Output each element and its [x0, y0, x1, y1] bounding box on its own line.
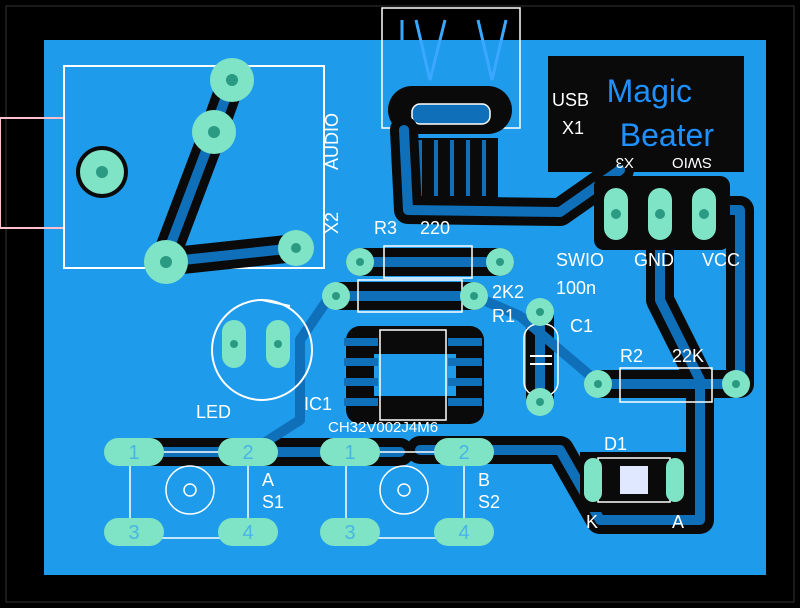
r3-body — [383, 245, 473, 279]
label-r3-value: 220 — [420, 218, 450, 238]
label-d1-k: K — [586, 512, 598, 532]
r2-body — [619, 367, 713, 403]
label-led: LED — [196, 402, 231, 422]
s2-pin-2: 2 — [458, 442, 469, 464]
s1-pin-numbers: 1 2 3 4 — [128, 442, 253, 544]
pad — [434, 438, 494, 466]
label-r2: R2 — [620, 346, 643, 366]
s1-pin-1: 1 — [128, 442, 139, 464]
label-x2: X2 — [322, 212, 342, 234]
label-d1: D1 — [604, 434, 627, 454]
s1-pin-4: 4 — [242, 522, 253, 544]
label-audio: AUDIO — [322, 113, 342, 170]
label-x3: X3 — [616, 154, 634, 171]
logo-block: Magic Beater — [548, 56, 744, 172]
s1-pin-3: 3 — [128, 522, 139, 544]
pad — [666, 458, 684, 502]
pads — [80, 58, 750, 546]
label-ic1: IC1 — [304, 394, 332, 414]
usb-footprint — [381, 7, 521, 198]
s2-pin-4: 4 — [458, 522, 469, 544]
switch-s2-footprint — [345, 451, 465, 539]
label-usb: USB — [552, 90, 589, 110]
label-c1-value: 100n — [556, 278, 596, 298]
label-s2-letter: B — [478, 470, 490, 490]
pad — [104, 438, 164, 466]
label-ic1-part: CH32V002J4M6 — [328, 419, 438, 436]
pad — [320, 438, 380, 466]
label-x1: X1 — [562, 118, 584, 138]
label-r3: R3 — [374, 218, 397, 238]
pad — [218, 438, 278, 466]
label-r1: R1 — [492, 306, 515, 326]
label-s2: S2 — [478, 492, 500, 512]
label-s1-letter: A — [262, 470, 274, 490]
ic1-footprint — [344, 329, 482, 421]
c1-plates — [530, 355, 552, 365]
label-pin-vcc: VCC — [702, 250, 740, 270]
label-r2-value: 22K — [672, 346, 704, 366]
logo-line1: Magic — [607, 73, 692, 109]
label-d1-a: A — [672, 512, 684, 532]
led-outline — [211, 299, 313, 401]
label-s1: S1 — [262, 492, 284, 512]
silkscreen-labels: USB X1 AUDIO X2 X3 SWIO R3 220 2K2 R1 10… — [196, 90, 740, 532]
logo-line2: Beater — [620, 117, 715, 153]
pad — [434, 518, 494, 546]
label-swio-header: SWIO — [672, 154, 712, 171]
pad — [320, 518, 380, 546]
s2-pin-numbers: 1 2 3 4 — [344, 442, 469, 544]
switch-s1-footprint — [129, 451, 249, 539]
pad — [218, 518, 278, 546]
label-pin-swio: SWIO — [556, 250, 604, 270]
s1-pin-2: 2 — [242, 442, 253, 464]
label-r1-value: 2K2 — [492, 282, 524, 302]
s2-pin-3: 3 — [344, 522, 355, 544]
pad — [104, 518, 164, 546]
label-c1: C1 — [570, 316, 593, 336]
label-pin-gnd: GND — [634, 250, 674, 270]
s2-pin-1: 1 — [344, 442, 355, 464]
pad — [584, 458, 602, 502]
